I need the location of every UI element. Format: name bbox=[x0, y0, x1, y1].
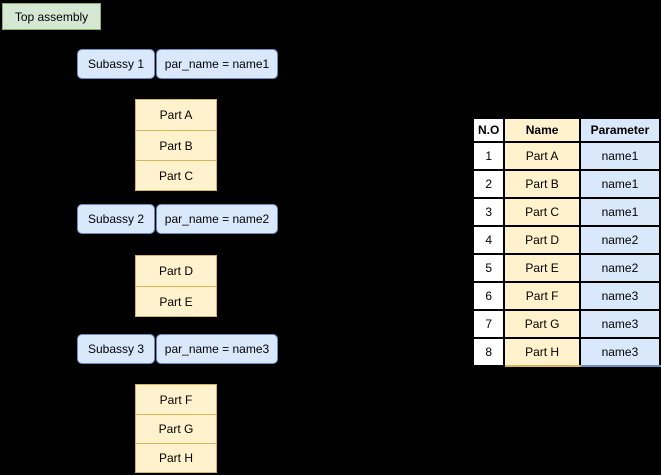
table-header-name: Name bbox=[503, 117, 581, 143]
subassy2-parts-stack: Part D Part E bbox=[135, 255, 217, 317]
part-cell: Part E bbox=[136, 286, 216, 316]
cell-name: Part E bbox=[503, 253, 581, 283]
subassy2-node: Subassy 2 bbox=[77, 204, 155, 234]
cell-parameter: name3 bbox=[578, 337, 661, 367]
subassy3-label: Subassy 3 bbox=[87, 342, 145, 356]
subassy1-parameter-label: par_name = name1 bbox=[164, 57, 270, 71]
subassy1-parameter-node: par_name = name1 bbox=[156, 49, 278, 79]
table-row: 8 Part H name3 bbox=[471, 337, 661, 367]
part-cell: Part A bbox=[159, 108, 193, 122]
subassy2-parameter-label: par_name = name2 bbox=[164, 212, 270, 226]
cell-no: 6 bbox=[471, 281, 506, 311]
part-cell: Part B bbox=[136, 130, 216, 160]
cell-no: 7 bbox=[471, 309, 506, 339]
cell-parameter: name1 bbox=[578, 169, 661, 199]
part-cell: Part G bbox=[136, 414, 216, 443]
cell-name: Part H bbox=[503, 337, 581, 367]
table-header-row: N.O Name Parameter bbox=[471, 117, 661, 143]
subassy1-label: Subassy 1 bbox=[87, 57, 145, 71]
table-header-parameter: Parameter bbox=[578, 117, 661, 143]
subassy3-parameter-label: par_name = name3 bbox=[164, 342, 270, 356]
cell-name: Part G bbox=[503, 309, 581, 339]
cell-no: 3 bbox=[471, 197, 506, 227]
subassy2-label: Subassy 2 bbox=[87, 212, 145, 226]
table-row: 4 Part D name2 bbox=[471, 225, 661, 255]
subassy3-parameter-node: par_name = name3 bbox=[156, 334, 278, 364]
cell-parameter: name1 bbox=[578, 197, 661, 227]
cell-parameter: name3 bbox=[578, 281, 661, 311]
cell-parameter: name2 bbox=[578, 253, 661, 283]
cell-parameter: name2 bbox=[578, 225, 661, 255]
cell-name: Part A bbox=[503, 141, 581, 171]
top-assembly-node: Top assembly bbox=[2, 3, 101, 30]
table-header-no: N.O bbox=[471, 117, 506, 143]
cell-name: Part F bbox=[503, 281, 581, 311]
cell-name: Part D bbox=[503, 225, 581, 255]
subassy1-parts-stack: Part A Part B Part C bbox=[135, 99, 217, 191]
subassy3-node: Subassy 3 bbox=[77, 334, 155, 364]
cell-parameter: name1 bbox=[578, 141, 661, 171]
table-row: 6 Part F name3 bbox=[471, 281, 661, 311]
cell-no: 5 bbox=[471, 253, 506, 283]
table-row: 1 Part A name1 bbox=[471, 141, 661, 171]
part-cell: Part C bbox=[136, 160, 216, 190]
subassy3-parts-stack: Part F Part G Part H bbox=[135, 384, 217, 473]
cell-parameter: name3 bbox=[578, 309, 661, 339]
cell-no: 1 bbox=[471, 141, 506, 171]
cell-no: 4 bbox=[471, 225, 506, 255]
part-cell: Part D bbox=[158, 264, 193, 278]
table-row: 7 Part G name3 bbox=[471, 309, 661, 339]
subassy1-node: Subassy 1 bbox=[77, 49, 155, 79]
cell-no: 2 bbox=[471, 169, 506, 199]
cell-name: Part C bbox=[503, 197, 581, 227]
part-cell: Part F bbox=[159, 392, 193, 407]
table-row: 5 Part E name2 bbox=[471, 253, 661, 283]
top-assembly-label: Top assembly bbox=[14, 9, 89, 24]
cell-name: Part B bbox=[503, 169, 581, 199]
part-cell: Part H bbox=[136, 443, 216, 472]
cell-no: 8 bbox=[471, 337, 506, 367]
parts-parameter-table: N.O Name Parameter 1 Part A name1 2 Part… bbox=[471, 117, 661, 367]
table-row: 3 Part C name1 bbox=[471, 197, 661, 227]
table-row: 2 Part B name1 bbox=[471, 169, 661, 199]
subassy2-parameter-node: par_name = name2 bbox=[156, 204, 278, 234]
